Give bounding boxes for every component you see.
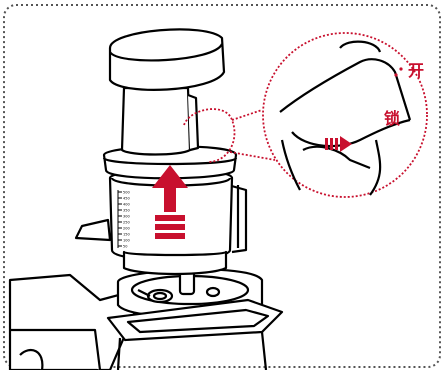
scale-label: 500 (123, 190, 130, 194)
scale-label: 200 (123, 226, 130, 230)
pusher-cap (110, 29, 224, 89)
scale-label: 150 (123, 232, 130, 236)
scale-label: 450 (123, 196, 130, 200)
scale-label: 50 (123, 244, 127, 248)
scale-label: 250 (123, 220, 130, 224)
open-label: 开 (408, 61, 424, 80)
scale-label: 300 (123, 214, 130, 218)
juice-spout (76, 220, 110, 240)
scale-label: 350 (123, 208, 130, 212)
lock-label: 锁 (384, 109, 400, 128)
scale-label: 100 (123, 238, 130, 242)
scale-label: 400 (123, 202, 130, 206)
